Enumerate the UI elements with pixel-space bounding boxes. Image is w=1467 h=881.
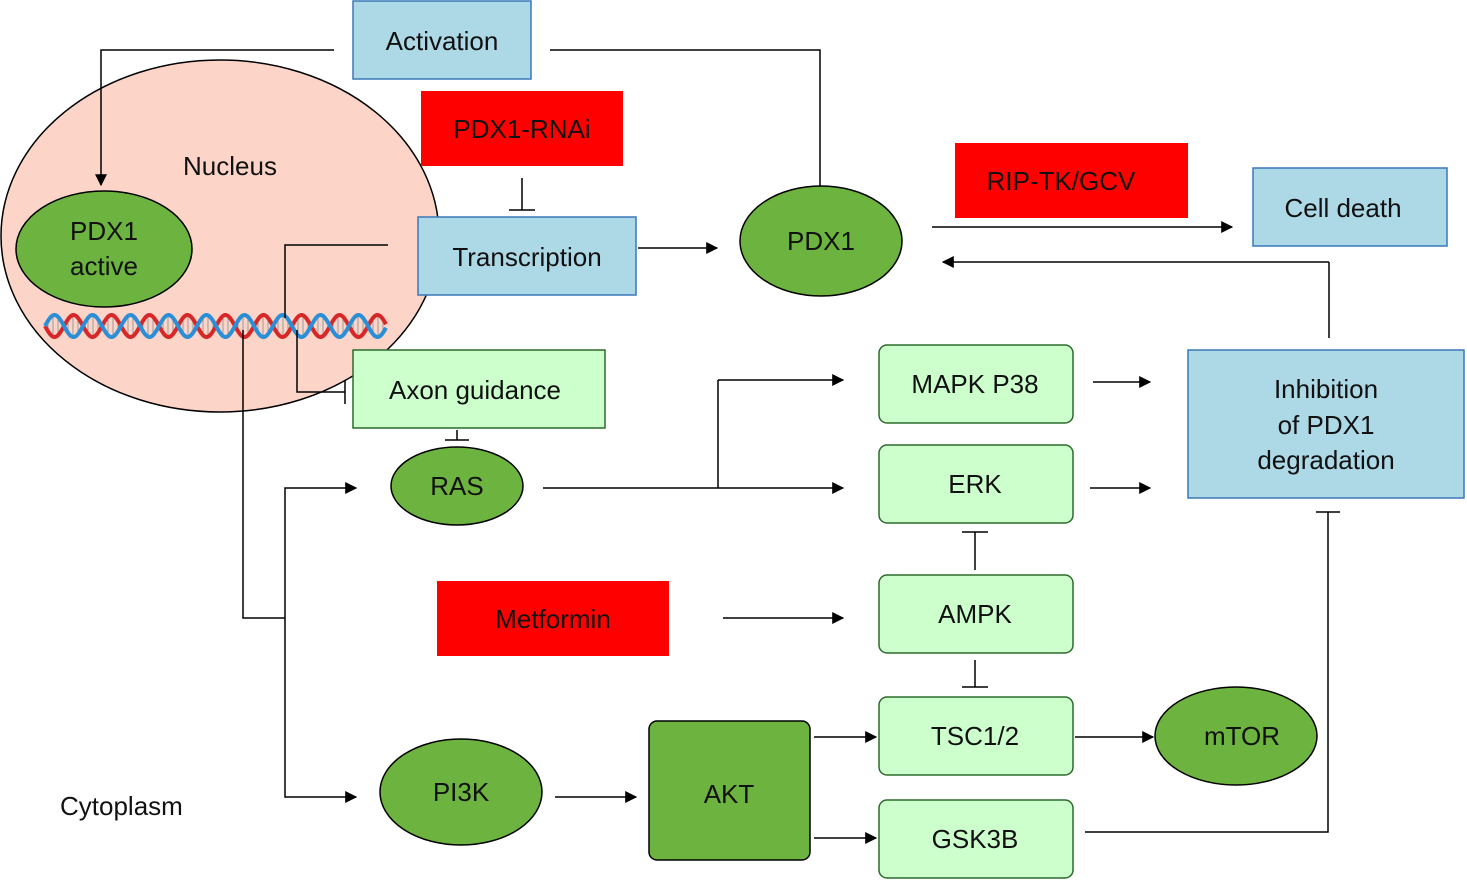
dna-strand-blue bbox=[43, 313, 388, 339]
arrow-lines bbox=[95, 49, 1329, 844]
dna-helix-icon bbox=[43, 313, 388, 339]
ampk-label: AMPK bbox=[938, 599, 1012, 629]
ras-label: RAS bbox=[430, 471, 483, 501]
tsc12-box bbox=[878, 696, 1074, 776]
axon-guidance-box bbox=[352, 349, 606, 429]
rip-tk-gcv-label: RIP-TK/GCV bbox=[987, 166, 1136, 196]
rip-tk-gcv-box bbox=[955, 143, 1188, 218]
mtor-label: mTOR bbox=[1204, 721, 1280, 751]
transcription-box bbox=[417, 216, 637, 296]
erk-label: ERK bbox=[948, 469, 1002, 499]
inhibition-box bbox=[1187, 349, 1465, 499]
gsk3b-box bbox=[878, 799, 1074, 879]
activation-label: Activation bbox=[386, 26, 499, 56]
pdx1-label: PDX1 bbox=[787, 226, 855, 256]
erk-box bbox=[878, 444, 1074, 524]
nucleus-label: Nucleus bbox=[183, 151, 277, 181]
akt-label: AKT bbox=[704, 779, 755, 809]
pdx1-node bbox=[739, 185, 903, 297]
metformin-label: Metformin bbox=[495, 604, 611, 634]
mapk-p38-label: MAPK P38 bbox=[911, 369, 1038, 399]
pdx1-rnai-label: PDX1-RNAi bbox=[453, 114, 590, 144]
activation-box bbox=[352, 0, 532, 80]
mapk-p38-box bbox=[878, 344, 1074, 424]
axon-guidance-label: Axon guidance bbox=[389, 375, 561, 405]
cell-death-label: Cell death bbox=[1284, 193, 1401, 223]
pdx1-active-node bbox=[15, 190, 193, 308]
inhibition-label-line2: of PDX1 bbox=[1278, 410, 1375, 440]
inhibition-lines bbox=[344, 178, 1340, 688]
gsk3b-label: GSK3B bbox=[932, 824, 1019, 854]
connector-lines bbox=[242, 49, 1330, 833]
pdx1-active-label-line1: PDX1 bbox=[70, 216, 138, 246]
metformin-box bbox=[437, 581, 669, 656]
ras-node bbox=[390, 446, 524, 526]
inhibition-label-line3: degradation bbox=[1257, 445, 1394, 475]
transcription-label: Transcription bbox=[452, 242, 601, 272]
ampk-box bbox=[878, 574, 1074, 654]
akt-box bbox=[648, 720, 811, 861]
pi3k-node bbox=[379, 738, 543, 846]
tsc12-label: TSC1/2 bbox=[931, 721, 1019, 751]
mtor-node bbox=[1154, 686, 1318, 786]
cell-death-box bbox=[1252, 167, 1448, 247]
pdx1-active-label-line2: active bbox=[70, 251, 138, 281]
pdx1-rnai-box bbox=[421, 91, 623, 166]
inhibition-label-line1: Inhibition bbox=[1274, 374, 1378, 404]
pi3k-label: PI3K bbox=[433, 777, 490, 807]
cytoplasm-label: Cytoplasm bbox=[60, 791, 183, 821]
